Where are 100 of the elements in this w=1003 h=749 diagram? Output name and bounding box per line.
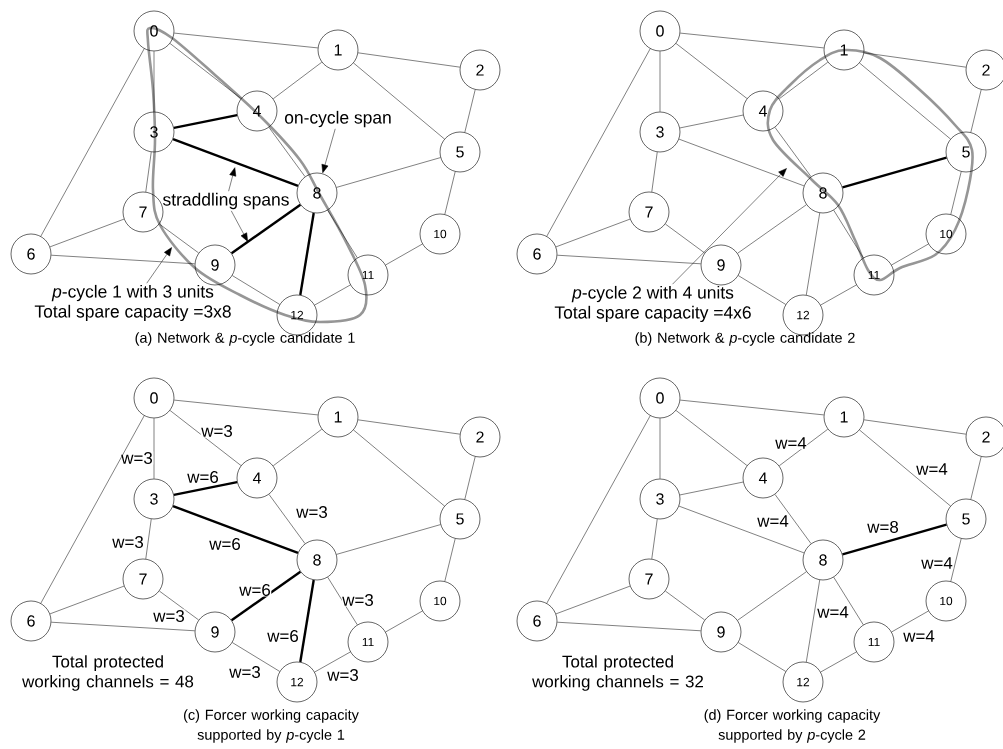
- edge-label: w=3: [295, 505, 329, 519]
- link-line: [145, 151, 152, 193]
- link-line: [49, 585, 125, 615]
- link-line: [268, 494, 306, 544]
- link-line: [651, 151, 658, 193]
- link-line: [444, 171, 456, 215]
- link-line: [774, 127, 812, 177]
- link-line: [659, 51, 661, 112]
- link-line: [232, 642, 280, 672]
- link-line: [555, 218, 631, 248]
- link-line: [820, 651, 857, 673]
- link-line: [806, 212, 820, 296]
- edge-label: w=3: [326, 668, 360, 682]
- annotation-text: on-cycle span: [284, 110, 391, 128]
- link-line: [153, 51, 155, 112]
- annotation-text: p-cycle 1 with 3 units Total spare capacity =3x8: [34, 284, 231, 322]
- link-line: [49, 218, 125, 248]
- link-line: [272, 428, 323, 467]
- link-line: [169, 410, 242, 466]
- link-line: [557, 621, 701, 632]
- link-line: [546, 48, 651, 237]
- link-line: [806, 579, 820, 663]
- link-line: [357, 419, 461, 435]
- link-line: [557, 254, 701, 265]
- link-line: [353, 429, 445, 507]
- link-line: [659, 418, 661, 479]
- edge-label: w=4: [915, 462, 949, 476]
- link-line: [173, 399, 319, 416]
- link-line: [970, 456, 982, 500]
- edge-label: w=3: [228, 665, 262, 679]
- edge-label: w=4: [756, 514, 790, 528]
- link-line: [679, 481, 744, 496]
- link-line: [173, 480, 238, 497]
- edge-label: w=4: [816, 605, 850, 619]
- edge-label: w=3: [341, 593, 375, 607]
- link-line: [778, 61, 829, 100]
- link-line: [353, 62, 445, 140]
- link-line: [737, 204, 807, 254]
- link-line: [153, 418, 155, 479]
- link-line: [859, 429, 951, 507]
- edge-label: w=6: [208, 537, 242, 551]
- link-line: [444, 538, 456, 582]
- edge-label: w=4: [774, 436, 808, 450]
- link-line: [738, 275, 786, 305]
- link-line: [863, 52, 967, 68]
- link-line: [891, 243, 929, 266]
- edge-label: w=3: [200, 424, 234, 438]
- link-line: [778, 428, 829, 467]
- link-line: [678, 505, 805, 554]
- edge-label: w=4: [902, 629, 936, 643]
- link-line: [51, 254, 195, 265]
- link-line: [774, 494, 812, 544]
- link-line: [665, 223, 705, 254]
- annotation-text: p-cycle 2 with 4 units Total spare capacity =4x6: [554, 285, 751, 323]
- link-line: [336, 157, 441, 188]
- link-line: [738, 642, 786, 672]
- link-line: [863, 419, 967, 435]
- link-line: [172, 505, 299, 554]
- link-line: [159, 223, 199, 254]
- link-line: [268, 127, 306, 177]
- edge-label: w=6: [238, 583, 272, 597]
- annotation-text: straddling spans: [163, 192, 289, 210]
- link-line: [665, 590, 705, 621]
- caption: (d) Forcer working capacity supported by p-cycle 2: [704, 709, 881, 743]
- link-line: [173, 113, 238, 130]
- leader-arrow: [228, 167, 237, 192]
- link-line: [169, 43, 242, 99]
- note-text: Total protected working channels = 48: [22, 655, 194, 691]
- caption: (c) Forcer working capacity supported by p-cycle 1: [184, 709, 359, 743]
- leader-arrow: [231, 210, 248, 242]
- link-line: [679, 114, 744, 129]
- link-line: [833, 210, 864, 258]
- link-line: [737, 571, 807, 621]
- link-line: [950, 538, 962, 582]
- link-line: [675, 43, 748, 99]
- edge-label: w=3: [152, 609, 186, 623]
- link-line: [970, 89, 982, 133]
- link-line: [299, 579, 315, 663]
- edge-label: w=6: [266, 629, 300, 643]
- link-line: [464, 456, 476, 500]
- link-line: [546, 415, 651, 604]
- edge-label: w=8: [866, 520, 900, 534]
- link-line: [230, 203, 302, 255]
- link-line: [173, 32, 319, 49]
- link-line: [385, 610, 423, 633]
- link-line: [385, 243, 423, 266]
- link-line: [314, 651, 351, 673]
- link-line: [336, 524, 441, 555]
- link-line: [314, 284, 351, 306]
- edge-label: w=4: [920, 556, 954, 570]
- link-line: [833, 577, 864, 625]
- link-line: [357, 52, 461, 68]
- link-line: [230, 570, 302, 622]
- edge-label: w=3: [111, 535, 145, 549]
- link-line: [679, 399, 825, 416]
- link-line: [272, 61, 323, 100]
- link-line: [299, 212, 315, 296]
- link-line: [51, 621, 195, 632]
- link-line: [145, 518, 152, 560]
- link-line: [40, 48, 145, 237]
